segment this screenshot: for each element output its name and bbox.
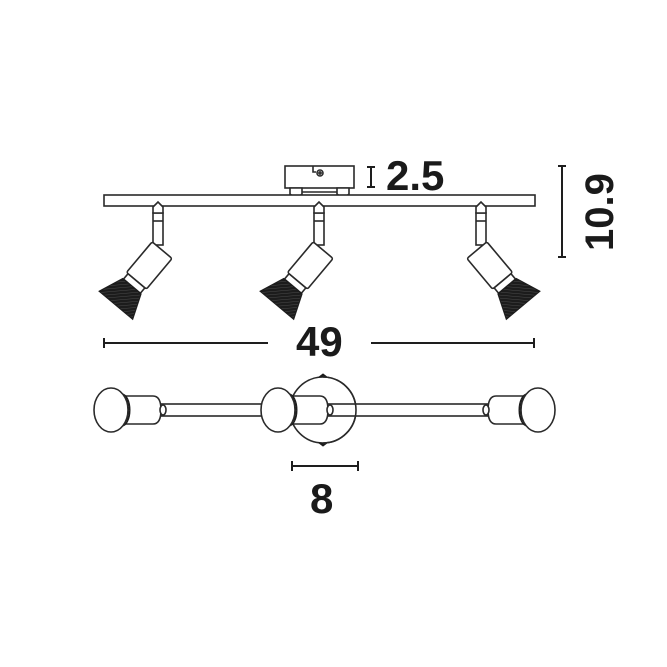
spotlight-center <box>259 201 341 321</box>
total-width-label: 49 <box>296 318 343 365</box>
dimension-total-width <box>103 338 535 348</box>
dimension-canopy-diameter <box>291 461 359 471</box>
spotlight-left <box>98 201 180 321</box>
front-view <box>98 165 566 321</box>
canopy <box>284 165 355 189</box>
total-height-label: 10.9 <box>578 173 622 251</box>
dimension-canopy-height <box>367 166 375 188</box>
spotlight-top-left <box>93 387 167 433</box>
top-view <box>93 373 556 447</box>
canopy-diameter-label: 8 <box>310 475 334 522</box>
spotlight-top-right <box>482 387 556 433</box>
spotlight-right <box>459 201 541 321</box>
dimension-total-height <box>558 165 566 258</box>
canopy-height-label: 2.5 <box>386 152 445 199</box>
